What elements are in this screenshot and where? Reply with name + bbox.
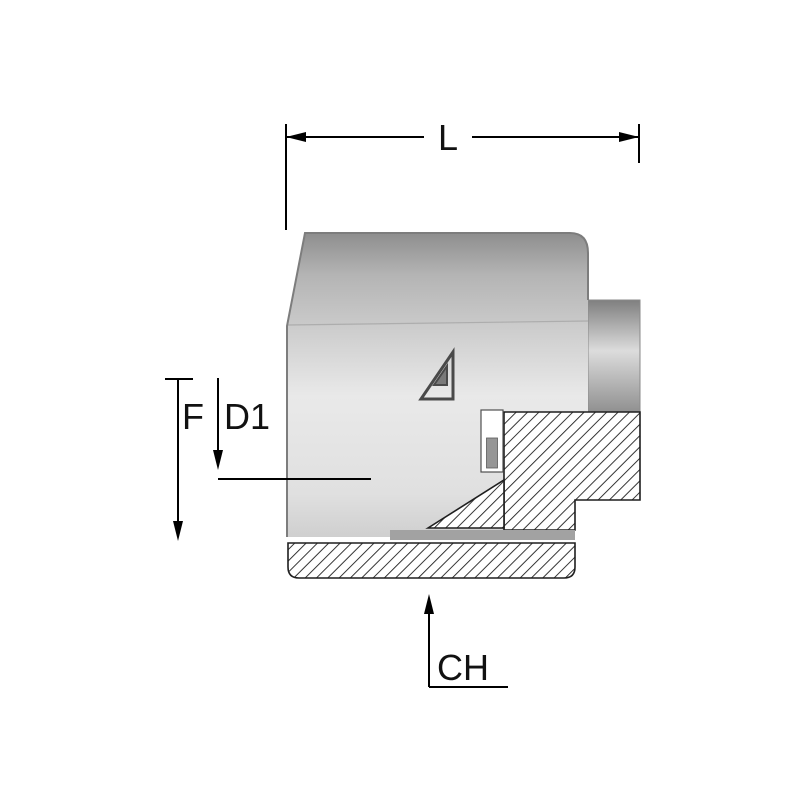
- dimension-labels: L F D1 CH: [182, 117, 489, 688]
- dim-d1-label: D1: [224, 396, 270, 437]
- dim-ch-arrowhead-icon: [424, 594, 434, 614]
- facet-edge-line: [286, 320, 589, 326]
- dim-ch-label: CH: [437, 647, 489, 688]
- dim-f-label: F: [182, 396, 204, 437]
- logo-mark-icon: [418, 347, 455, 401]
- dim-f-arrowhead-icon: [173, 521, 183, 541]
- dim-l: [285, 124, 640, 230]
- fitting-body: [286, 232, 641, 579]
- dim-d1-arrowhead-icon: [213, 450, 223, 470]
- hex-top-facet: [287, 233, 588, 326]
- dim-d1: [213, 378, 371, 480]
- body-outline: [286, 232, 589, 537]
- section-stop-strip: [390, 530, 575, 540]
- dim-f: [165, 378, 193, 541]
- section-cone-hatch: [425, 478, 505, 529]
- tube-stub: [587, 299, 641, 414]
- dim-l-arrowhead-left-icon: [286, 132, 306, 142]
- dim-ch: [424, 594, 508, 688]
- dimensions: [165, 124, 640, 688]
- thread-gap-inner: [486, 437, 498, 469]
- bottom-band-hatch: [287, 542, 576, 579]
- dim-l-arrowhead-right-icon: [619, 132, 639, 142]
- dim-l-label: L: [438, 117, 458, 158]
